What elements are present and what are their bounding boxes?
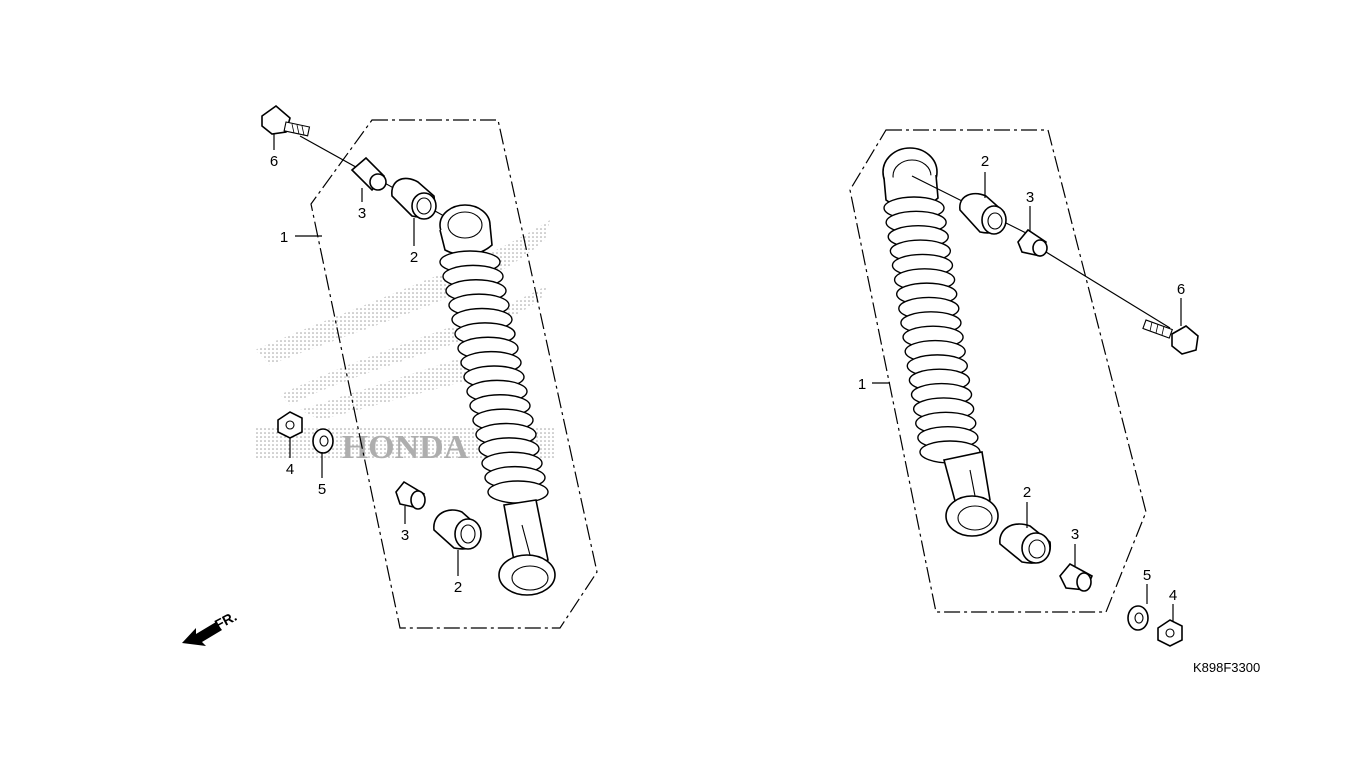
spring-coil	[487, 480, 549, 504]
left-assembly-boundary	[310, 119, 598, 629]
left-shock-body	[439, 204, 556, 596]
left-washer	[312, 428, 334, 454]
left-callout-3-bottom: 3	[401, 527, 409, 544]
right-callout-3-top: 3	[1026, 189, 1034, 206]
left-callout-6: 6	[270, 153, 278, 170]
front-arrow-icon	[182, 622, 222, 646]
right-callout-3-bottom: 3	[1071, 526, 1079, 543]
right-assembly-boundary	[849, 129, 1147, 613]
left-callout-2-top: 2	[410, 249, 418, 266]
left-nut	[277, 411, 303, 439]
left-callout-4: 4	[286, 461, 294, 478]
right-nut	[1157, 619, 1183, 647]
diagram-part-code: K898F3300	[1193, 660, 1260, 675]
right-callout-4: 4	[1169, 587, 1177, 604]
right-collar-bottom	[1059, 562, 1094, 592]
right-bushing-bottom	[999, 523, 1051, 564]
right-callout-2-bottom: 2	[1023, 484, 1031, 501]
right-callout-5: 5	[1143, 567, 1151, 584]
right-bushing-top	[959, 192, 1007, 235]
left-bushing-top	[391, 177, 437, 220]
right-callout-2-top: 2	[981, 153, 989, 170]
left-shock-assembly: 1 2 2 3 3 4 5 6	[261, 104, 598, 629]
right-shock-body	[882, 147, 1041, 537]
right-bolt	[1142, 319, 1199, 355]
left-callout-1: 1	[280, 229, 288, 246]
right-collar-top	[1017, 228, 1171, 329]
left-callout-3-top: 3	[358, 205, 366, 222]
right-shock-assembly: 1 2 2 3 3 4 5 6	[849, 129, 1199, 647]
watermark-text: HONDA	[342, 429, 469, 466]
right-callout-6: 6	[1177, 281, 1185, 298]
right-washer	[1127, 605, 1149, 631]
front-direction-indicator: FR.	[182, 608, 239, 646]
left-callout-2-bottom: 2	[454, 579, 462, 596]
left-collar-bottom	[395, 480, 426, 510]
right-callout-1: 1	[858, 376, 866, 393]
left-callout-5: 5	[318, 481, 326, 498]
left-bushing-bottom	[433, 509, 482, 550]
left-collar-top	[350, 156, 387, 192]
